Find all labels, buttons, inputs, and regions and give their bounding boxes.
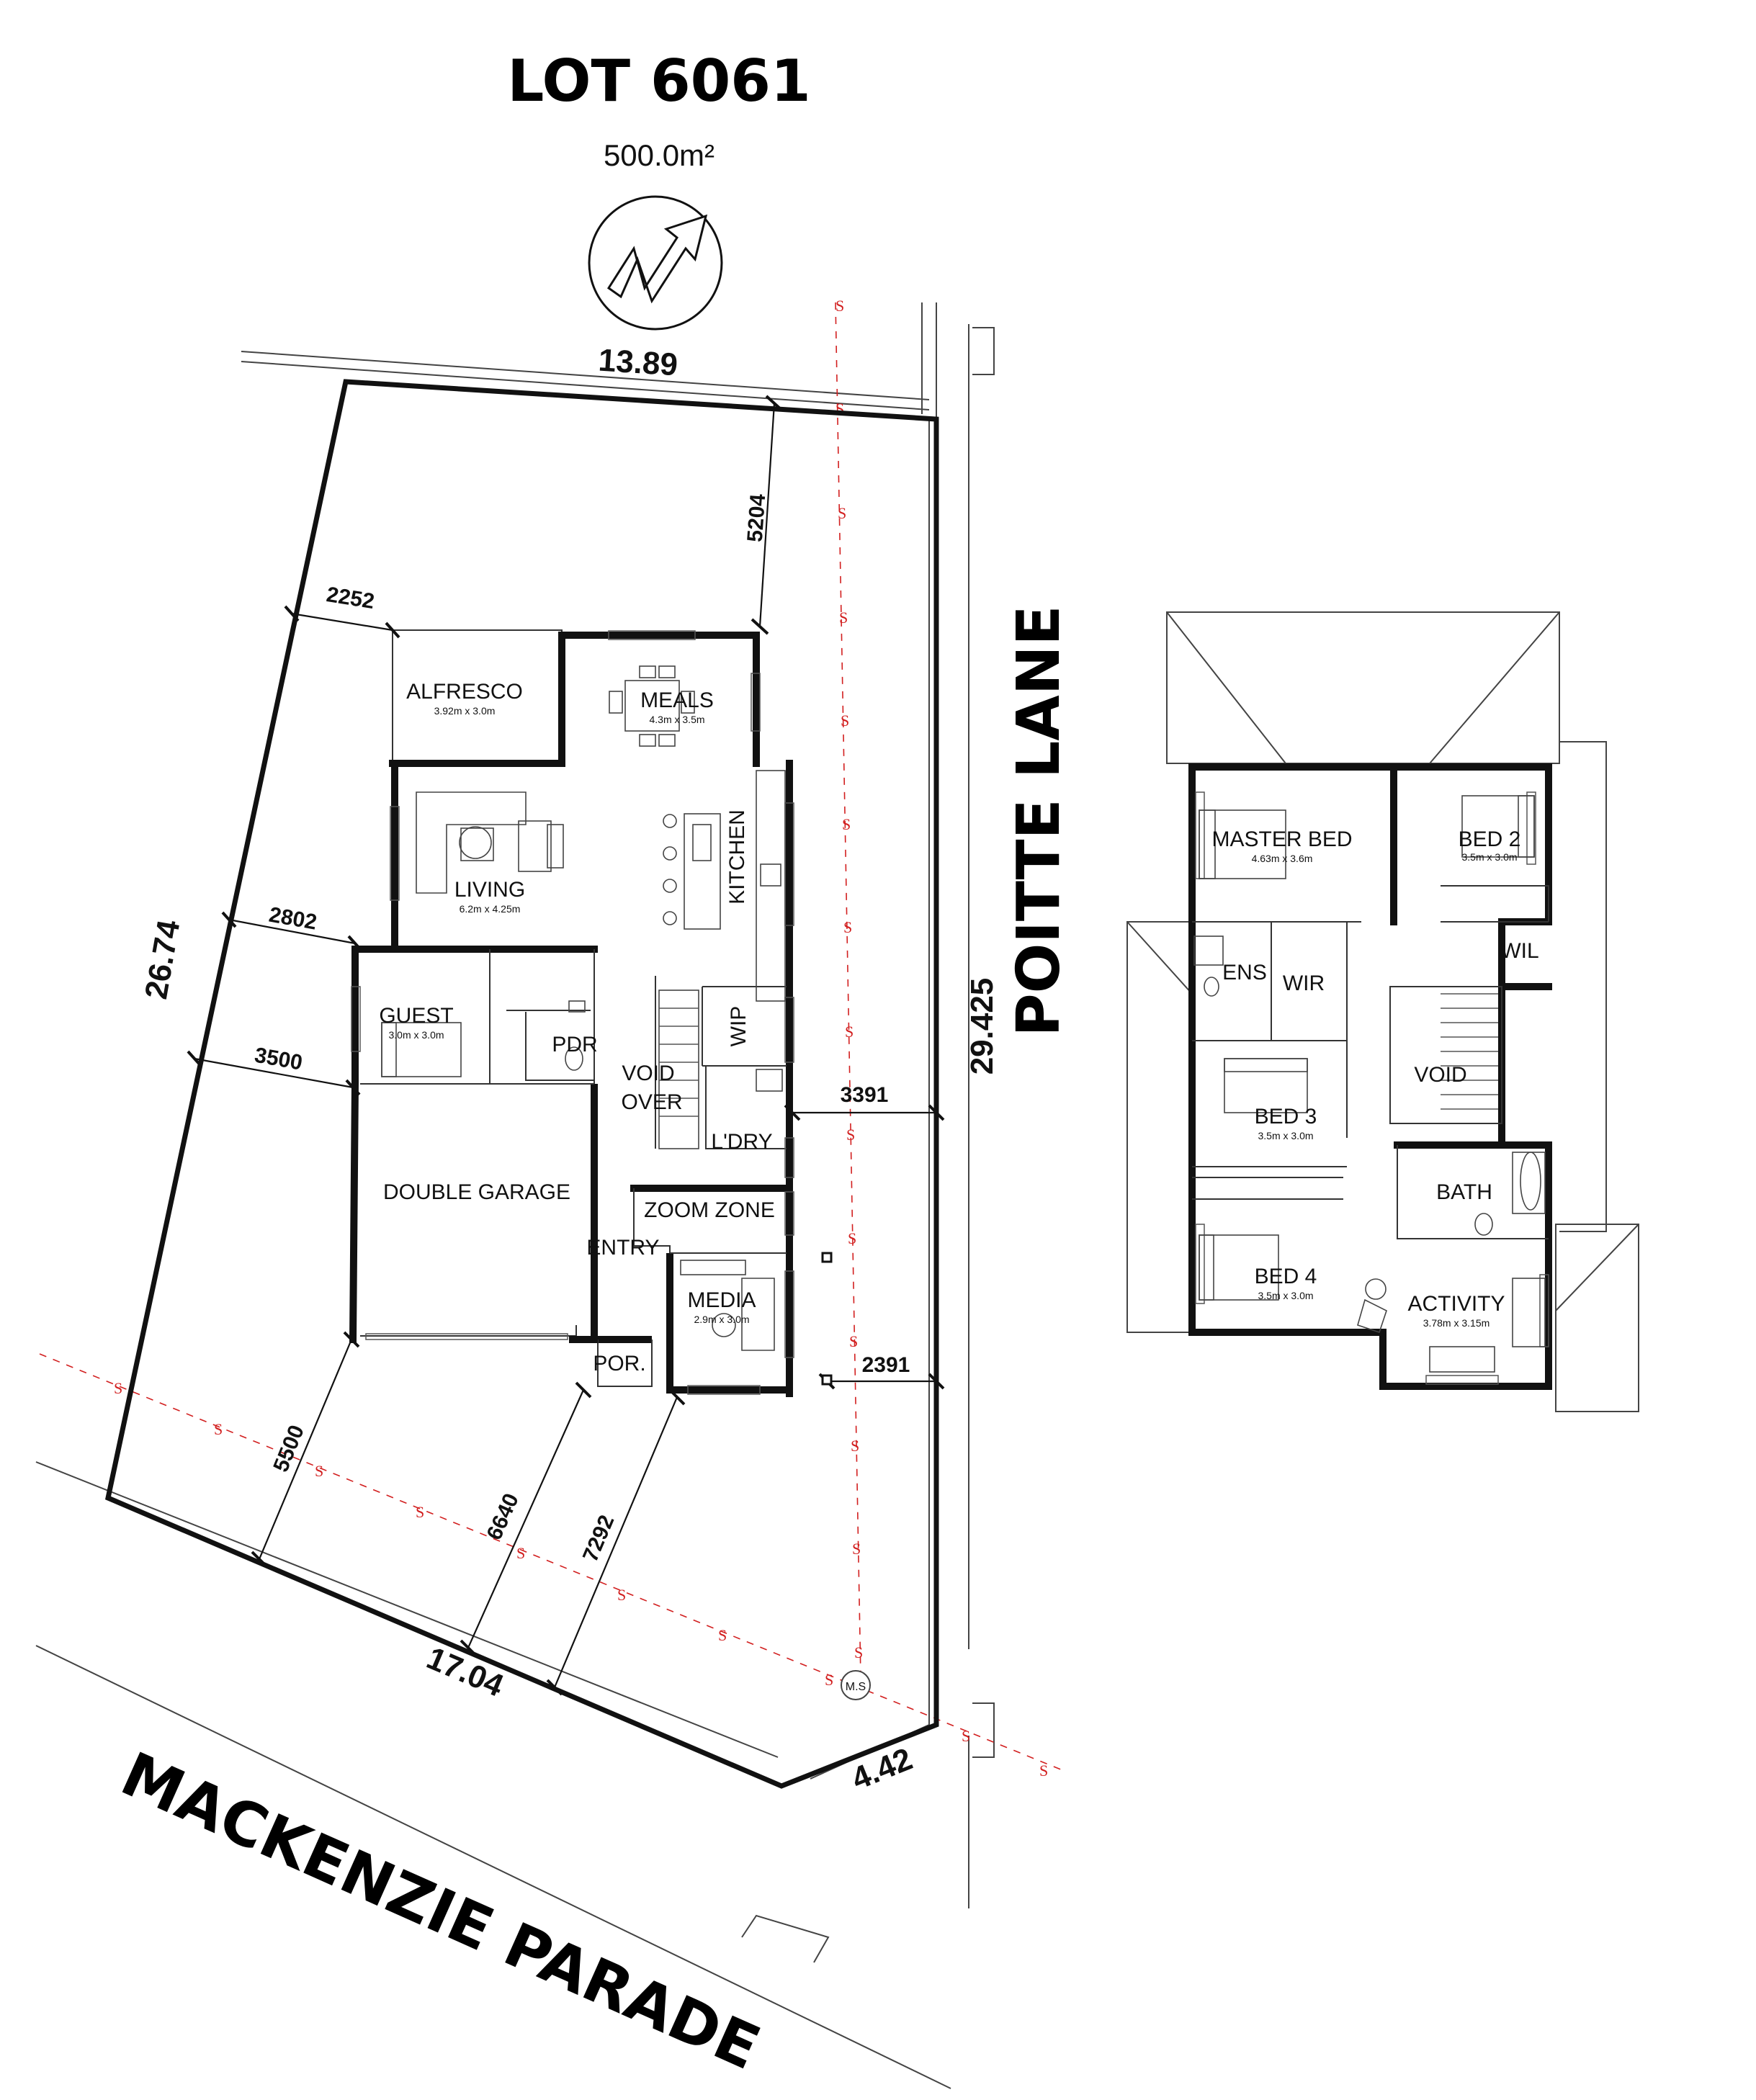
lot-dim-truncation: 4.42	[847, 1741, 918, 1798]
svg-text:3.92m x 3.0m: 3.92m x 3.0m	[434, 705, 496, 717]
svg-text:2802: 2802	[267, 903, 318, 935]
maintenance-shaft-icon: M.S	[841, 1670, 871, 1700]
svg-text:OVER: OVER	[621, 1090, 682, 1114]
svg-text:ENS: ENS	[1222, 961, 1267, 984]
lot-dim-rear: 13.89	[597, 343, 678, 383]
lot-boundary	[104, 379, 939, 1789]
svg-text:S: S	[315, 1462, 323, 1480]
svg-text:6.2m x 4.25m: 6.2m x 4.25m	[460, 903, 521, 915]
svg-text:DOUBLE GARAGE: DOUBLE GARAGE	[383, 1180, 570, 1204]
svg-text:M.S: M.S	[846, 1681, 866, 1693]
sewer-lines	[39, 302, 1067, 1772]
svg-text:WIR: WIR	[1283, 972, 1325, 995]
svg-text:S: S	[214, 1420, 223, 1438]
svg-text:S: S	[617, 1586, 626, 1604]
svg-text:3.5m x 3.0m: 3.5m x 3.0m	[1461, 851, 1517, 863]
svg-text:MASTER BED: MASTER BED	[1211, 827, 1352, 851]
svg-text:S: S	[845, 1023, 854, 1041]
setback-dimensions	[187, 395, 945, 1696]
svg-text:5500: 5500	[269, 1422, 309, 1475]
svg-text:S: S	[1039, 1762, 1048, 1780]
svg-text:WIL: WIL	[1500, 939, 1538, 963]
svg-text:PDR: PDR	[552, 1033, 597, 1056]
upper-room-labels: MASTER BED 4.63m x 3.6m BED 2 3.5m x 3.0…	[1211, 827, 1538, 1329]
svg-text:3.5m x 3.0m: 3.5m x 3.0m	[1258, 1290, 1313, 1301]
svg-text:3.78m x 3.15m: 3.78m x 3.15m	[1423, 1317, 1490, 1329]
lot-dim-right: 29.425	[964, 978, 1000, 1075]
svg-text:S: S	[114, 1379, 122, 1397]
svg-text:S: S	[516, 1544, 525, 1562]
svg-text:6640: 6640	[483, 1490, 524, 1543]
svg-text:2.9m x 3.0m: 2.9m x 3.0m	[694, 1314, 749, 1325]
svg-text:WIP: WIP	[727, 1006, 751, 1047]
svg-text:ZOOM ZONE: ZOOM ZONE	[644, 1198, 775, 1222]
svg-text:S: S	[852, 1540, 861, 1558]
svg-text:S: S	[416, 1503, 424, 1521]
svg-text:S: S	[848, 1229, 856, 1247]
svg-text:ACTIVITY: ACTIVITY	[1407, 1292, 1505, 1316]
svg-text:4.63m x 3.6m: 4.63m x 3.6m	[1252, 853, 1313, 864]
svg-text:S: S	[838, 504, 846, 522]
svg-text:S: S	[839, 609, 848, 627]
svg-text:GUEST: GUEST	[379, 1004, 453, 1028]
ground-room-labels: ALFRESCO 3.92m x 3.0m MEALS 4.3m x 3.5m …	[379, 680, 775, 1376]
svg-text:S: S	[843, 918, 852, 936]
svg-text:BED 2: BED 2	[1459, 827, 1521, 851]
svg-text:S: S	[836, 297, 844, 315]
north-arrow-icon	[588, 195, 723, 331]
svg-text:S: S	[842, 815, 851, 833]
ground-furniture	[381, 665, 786, 1351]
ground-floor-walls	[349, 629, 793, 1397]
lot-area: 500.0m²	[604, 138, 715, 172]
svg-text:2391: 2391	[862, 1353, 910, 1377]
svg-text:3.0m x 3.0m: 3.0m x 3.0m	[388, 1029, 444, 1041]
svg-text:BED 3: BED 3	[1255, 1105, 1317, 1128]
svg-text:5204: 5204	[743, 493, 771, 543]
svg-text:VOID: VOID	[622, 1062, 674, 1085]
svg-text:S: S	[825, 1671, 833, 1689]
svg-text:S: S	[854, 1643, 863, 1661]
street-front: MACKENZIE PARADE	[112, 1738, 771, 2083]
svg-text:4.3m x 3.5m: 4.3m x 3.5m	[649, 714, 704, 725]
svg-text:2252: 2252	[325, 583, 376, 614]
svg-text:BED 4: BED 4	[1255, 1265, 1317, 1288]
upper-floor-roofs	[1126, 611, 1639, 1412]
upper-floor-furniture	[1193, 795, 1546, 1373]
lot-dim-left: 26.74	[138, 917, 187, 1001]
svg-text:MEDIA: MEDIA	[687, 1288, 756, 1312]
svg-text:3391: 3391	[841, 1083, 889, 1107]
svg-text:7292: 7292	[578, 1512, 619, 1565]
street-side: POITTE LANE	[1005, 606, 1073, 1037]
lot-title: LOT 6061	[507, 48, 810, 115]
svg-text:S: S	[841, 712, 849, 730]
svg-text:BATH: BATH	[1436, 1180, 1492, 1204]
svg-text:LIVING: LIVING	[454, 878, 525, 902]
svg-text:VOID: VOID	[1414, 1063, 1466, 1087]
svg-text:S: S	[851, 1437, 859, 1455]
svg-text:3.5m x 3.0m: 3.5m x 3.0m	[1258, 1130, 1313, 1141]
svg-text:S: S	[962, 1727, 970, 1745]
sewer-markers: S S S S S S S S S S S S S S S S S S S S …	[114, 297, 1048, 1780]
svg-text:L'DRY: L'DRY	[711, 1130, 772, 1154]
svg-text:KITCHEN: KITCHEN	[725, 809, 749, 905]
svg-text:ALFRESCO: ALFRESCO	[406, 680, 523, 704]
svg-text:MEALS: MEALS	[640, 688, 714, 712]
svg-text:ENTRY: ENTRY	[586, 1236, 659, 1260]
svg-text:S: S	[846, 1126, 855, 1144]
svg-text:POR.: POR.	[593, 1352, 645, 1376]
svg-text:S: S	[849, 1332, 858, 1350]
svg-text:S: S	[718, 1626, 727, 1644]
